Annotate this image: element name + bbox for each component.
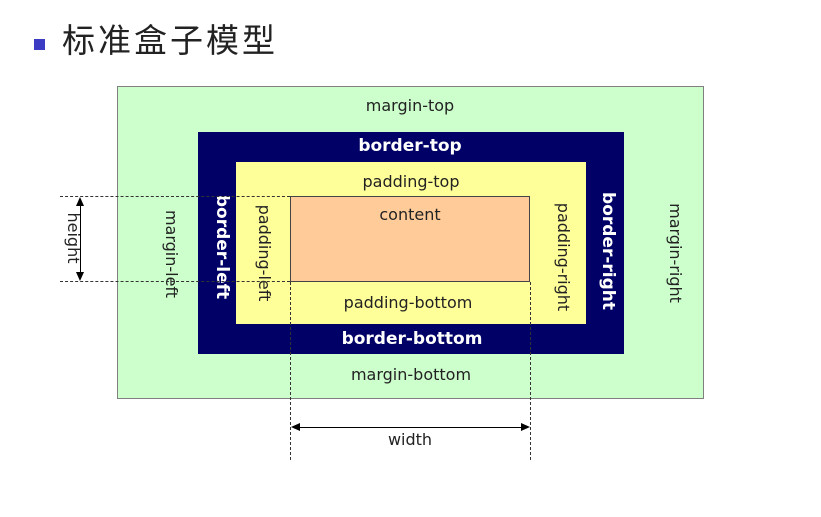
padding-top-label: padding-top [362,172,460,191]
page-title: 标准盒子模型 [62,21,278,60]
width-left-guide [290,282,291,460]
height-top-guide [60,196,290,197]
width-right-guide [530,282,531,460]
title-bullet [34,39,45,50]
margin-top-label: margin-top [365,96,455,115]
border-left-label: border-left [212,194,232,300]
padding-bottom-label: padding-bottom [343,293,473,312]
padding-left-label: padding-left [255,204,274,302]
height-arrow-down-icon [76,272,84,281]
margin-right-label: margin-right [666,203,685,303]
margin-left-label: margin-left [162,209,181,299]
content-area [290,196,530,282]
height-arrow-shaft [80,205,81,273]
width-arrow-shaft [299,427,521,428]
width-arrow-right-icon [521,423,530,431]
height-arrow-up-icon [76,197,84,206]
border-top-label: border-top [358,136,462,156]
margin-bottom-label: margin-bottom [350,365,472,384]
width-arrow-left-icon [291,423,300,431]
padding-right-label: padding-right [554,202,573,312]
border-right-label: border-right [598,192,618,310]
border-bottom-label: border-bottom [341,329,483,349]
height-bottom-guide [60,281,290,282]
width-label: width [387,430,433,449]
content-label: content [379,205,441,224]
